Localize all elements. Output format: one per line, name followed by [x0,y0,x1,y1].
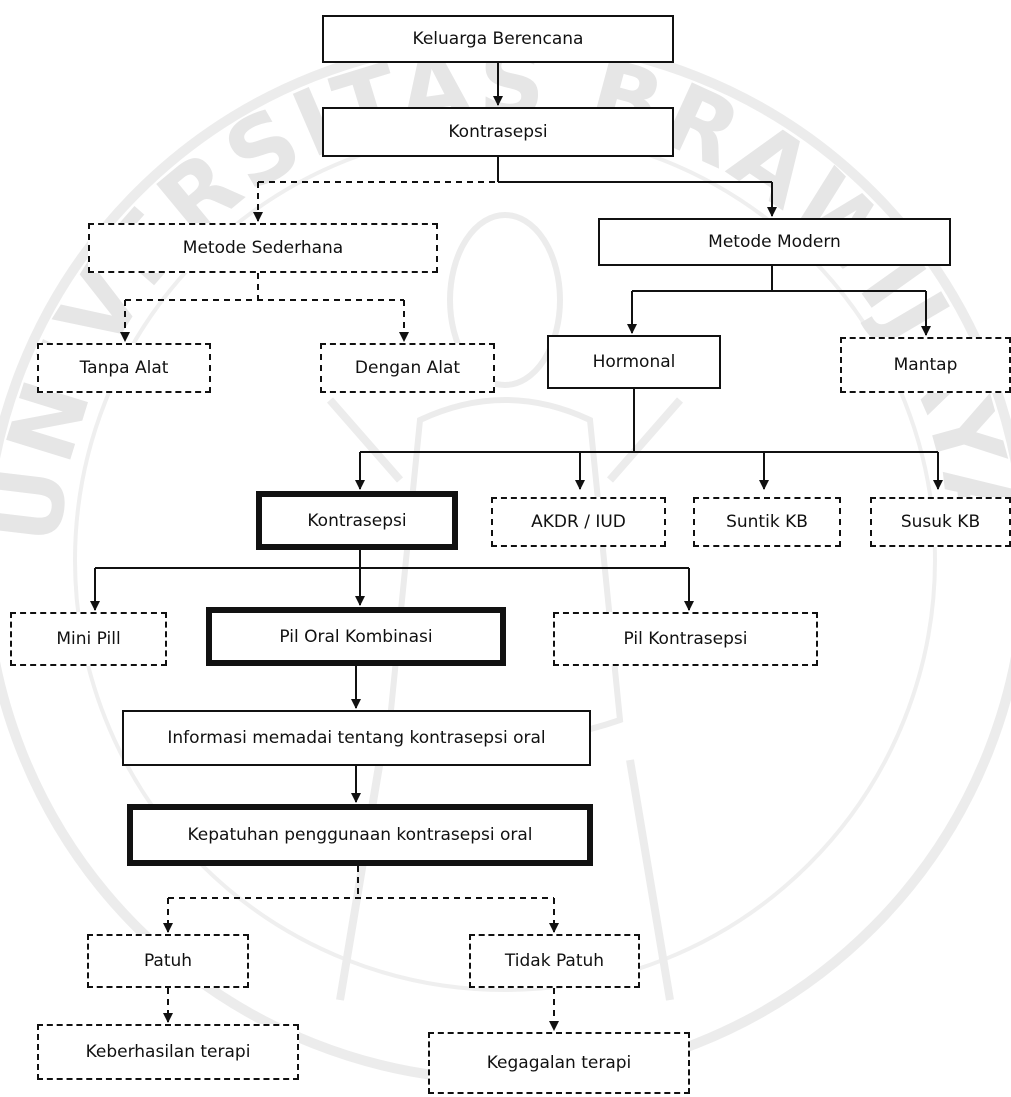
node-label: Kepatuhan penggunaan kontrasepsi oral [187,825,533,845]
node-pil-oral-kombinasi: Pil Oral Kombinasi [206,607,506,666]
node-label: Hormonal [592,352,676,372]
node-label: Suntik KB [726,512,808,532]
node-label: Tidak Patuh [504,951,605,971]
node-label: Tanpa Alat [79,358,169,378]
node-label: Mantap [893,355,958,375]
node-mini-pill: Mini Pill [10,612,167,666]
node-akdr-iud: AKDR / IUD [491,497,666,547]
node-pil-kontrasepsi: Pil Kontrasepsi [553,612,818,666]
node-label: Metode Sederhana [182,238,344,258]
node-susuk-kb: Susuk KB [870,497,1011,547]
node-informasi: Informasi memadai tentang kontrasepsi or… [122,710,591,766]
node-suntik-kb: Suntik KB [693,497,841,547]
node-label: Pil Kontrasepsi [623,629,748,649]
node-tidak-patuh: Tidak Patuh [469,934,640,988]
node-kontrasepsi-mid: Kontrasepsi [256,491,458,550]
node-mantap: Mantap [840,337,1011,393]
node-keberhasilan: Keberhasilan terapi [37,1024,299,1080]
node-kontrasepsi-top: Kontrasepsi [322,107,674,157]
node-patuh: Patuh [87,934,249,988]
node-tanpa-alat: Tanpa Alat [37,343,211,393]
node-kepatuhan: Kepatuhan penggunaan kontrasepsi oral [127,804,593,866]
node-label: Keluarga Berencana [412,29,584,49]
node-label: Kontrasepsi [307,510,407,531]
node-label: Susuk KB [900,512,981,532]
node-metode-modern: Metode Modern [598,218,951,266]
node-label: Dengan Alat [354,358,461,378]
node-label: Patuh [143,951,193,971]
node-kegagalan: Kegagalan terapi [428,1032,690,1094]
node-label: Metode Modern [708,232,841,252]
node-metode-sederhana: Metode Sederhana [88,223,438,273]
node-label: Keberhasilan terapi [85,1042,251,1062]
node-dengan-alat: Dengan Alat [320,343,495,393]
node-label: Pil Oral Kombinasi [279,626,433,647]
node-label: Informasi memadai tentang kontrasepsi or… [167,728,546,748]
node-label: Kegagalan terapi [486,1053,632,1073]
node-keluarga-berencana: Keluarga Berencana [322,15,674,63]
node-label: Mini Pill [56,629,121,649]
node-hormonal: Hormonal [547,335,721,389]
node-label: Kontrasepsi [448,122,548,142]
node-label: AKDR / IUD [531,512,626,532]
